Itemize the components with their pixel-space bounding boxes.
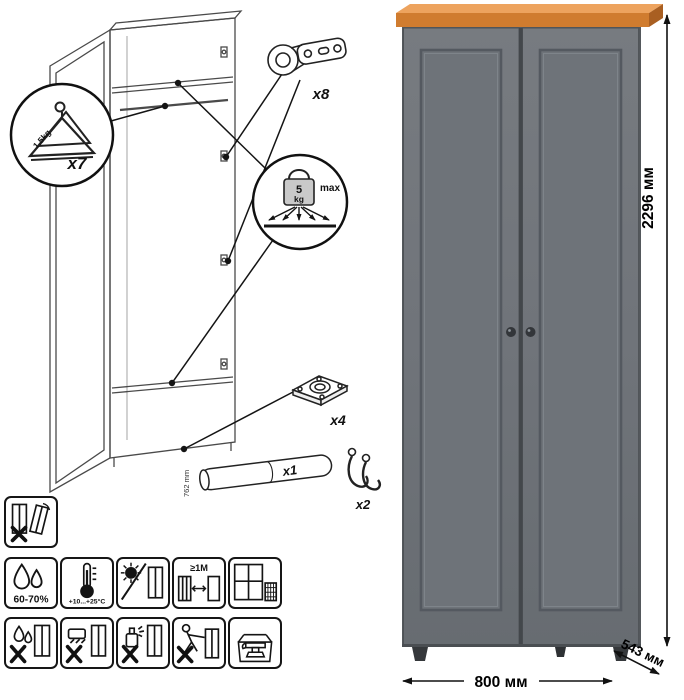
hanger-count-label: x7 (67, 154, 88, 173)
hinge-count-label: x8 (312, 86, 330, 103)
person-icon (181, 623, 191, 633)
hanging-rail (119, 98, 229, 112)
width-dimension: 800 мм (474, 674, 527, 691)
open-door (49, 28, 111, 494)
leader-dots (161, 79, 232, 453)
spray-bottle-icon (125, 632, 139, 648)
heat-distance-icon: ≥1M (172, 557, 226, 609)
wireframe-wardrobe (49, 10, 243, 494)
sun-icon (125, 566, 137, 579)
water-drops-icon (13, 562, 43, 590)
wood-top (396, 4, 663, 13)
humidity-range-label: 60-70% (14, 594, 49, 605)
load-arrows (268, 206, 330, 221)
feet (412, 647, 629, 661)
anvil-icon (241, 642, 266, 658)
window-icon (233, 563, 278, 602)
prohibition-x-icon (10, 525, 28, 543)
door-knobs (506, 327, 536, 337)
temperature-icon: +10...+25°C (60, 557, 114, 609)
hinge-hardware: x8 (267, 37, 347, 103)
no-drag-icon (172, 617, 226, 669)
radiator-icon (177, 575, 192, 602)
foot-count-label: x4 (329, 412, 346, 428)
box-icon (237, 641, 273, 663)
no-solvent-icon (116, 617, 170, 669)
callout-leader-lines (110, 73, 301, 453)
hook-count-label: x2 (355, 497, 371, 512)
prohibition-x-icon (121, 644, 139, 664)
handling-warning-icon (4, 496, 58, 548)
prohibition-x-icon (65, 644, 83, 664)
right-door (522, 27, 639, 647)
sunlight-icon (116, 557, 170, 609)
load-unit-label: kg (294, 194, 304, 204)
load-value-label: 5 (296, 184, 302, 196)
hanger-callout: 1.5kg x7 (9, 82, 115, 188)
no-wet-cleaning-icon (4, 617, 58, 669)
temperature-range-label: +10...+25°C (69, 597, 106, 605)
sponge-icon (67, 628, 86, 640)
prohibition-x-icon (9, 644, 27, 664)
rail-part: x1 762 mm (182, 454, 333, 497)
shelf-load-callout: 5 kg max (251, 153, 349, 251)
heavy-load-icon (228, 617, 282, 669)
foot-hardware: x4 (291, 375, 349, 428)
min-distance-label: ≥1M (190, 563, 208, 573)
rail-length-label: 762 mm (182, 470, 191, 497)
left-door (403, 27, 520, 647)
load-max-label: max (320, 183, 340, 194)
rail-count-label: x1 (281, 462, 298, 479)
prohibition-x-icon (176, 645, 194, 664)
rail-hooks-part: x2 (347, 447, 381, 512)
hinge-marks (220, 46, 228, 370)
thermometer-icon (80, 562, 97, 599)
wardrobe-photo (396, 4, 663, 661)
humidity-icon: 60-70% (4, 557, 58, 609)
ventilation-icon (228, 557, 282, 609)
no-abrasive-icon (60, 617, 114, 669)
height-dimension: 2296 мм (640, 167, 657, 229)
